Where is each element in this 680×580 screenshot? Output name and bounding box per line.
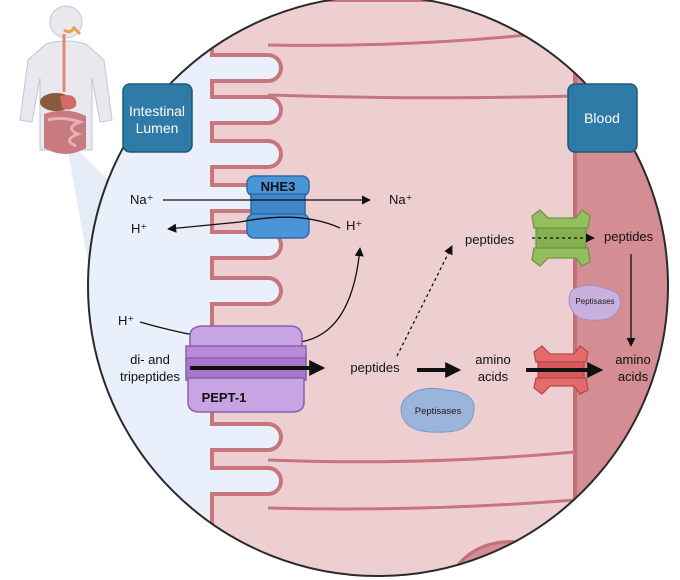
amino-blood-line1: amino — [615, 352, 650, 367]
peptides-upper-label: peptides — [465, 232, 515, 247]
intestinal-lumen-box: Intestinal Lumen — [122, 83, 193, 153]
pept1-transporter: PEPT-1 — [185, 325, 307, 413]
peptides-cell-label: peptides — [350, 360, 400, 375]
h-lumen-out-label: H⁺ — [131, 221, 147, 236]
cell-junction — [267, 498, 576, 511]
peptisases-blood-label: Peptisases — [575, 297, 614, 306]
nhe3-label: NHE3 — [261, 179, 296, 194]
h-cell-label: H⁺ — [346, 218, 362, 233]
amino-cell-line1: amino — [475, 352, 510, 367]
peptisase-enzyme-blood: Peptisases — [568, 284, 622, 321]
blood-box: Blood — [567, 83, 638, 153]
peptisase-enzyme-cell: Peptisases — [400, 387, 475, 433]
enterocyte-membrane — [210, 0, 668, 576]
h-lumen-label: H⁺ — [118, 313, 134, 328]
nhe3-transporter: NHE3 — [246, 175, 310, 239]
amino-blood-line2: acids — [618, 369, 649, 384]
na-lumen-label: Na⁺ — [130, 192, 153, 207]
di-tri-label-line1: di- and — [130, 352, 170, 367]
blood-label: Blood — [584, 110, 620, 126]
lumen-label-line2: Lumen — [136, 120, 179, 136]
magnifier-circle-border — [87, 0, 669, 577]
h-efflux-arrow — [167, 216, 341, 233]
human-body-digestive-icon — [19, 5, 113, 154]
cell-junction — [267, 450, 576, 464]
na-cell-label: Na⁺ — [389, 192, 412, 207]
peptide-transit-arrow — [396, 245, 453, 357]
peptisases-cell-label: Peptisases — [415, 406, 462, 417]
di-tri-label-line2: tripeptides — [120, 369, 180, 384]
lumen-label-line1: Intestinal — [129, 103, 185, 119]
cell-junction — [267, 93, 576, 100]
peptide-basolateral-transporter — [531, 209, 591, 267]
amino-cell-line2: acids — [478, 369, 509, 384]
peptides-blood-label: peptides — [604, 229, 654, 244]
amino-acid-basolateral-transporter — [533, 345, 589, 395]
pept1-label: PEPT-1 — [202, 390, 247, 405]
